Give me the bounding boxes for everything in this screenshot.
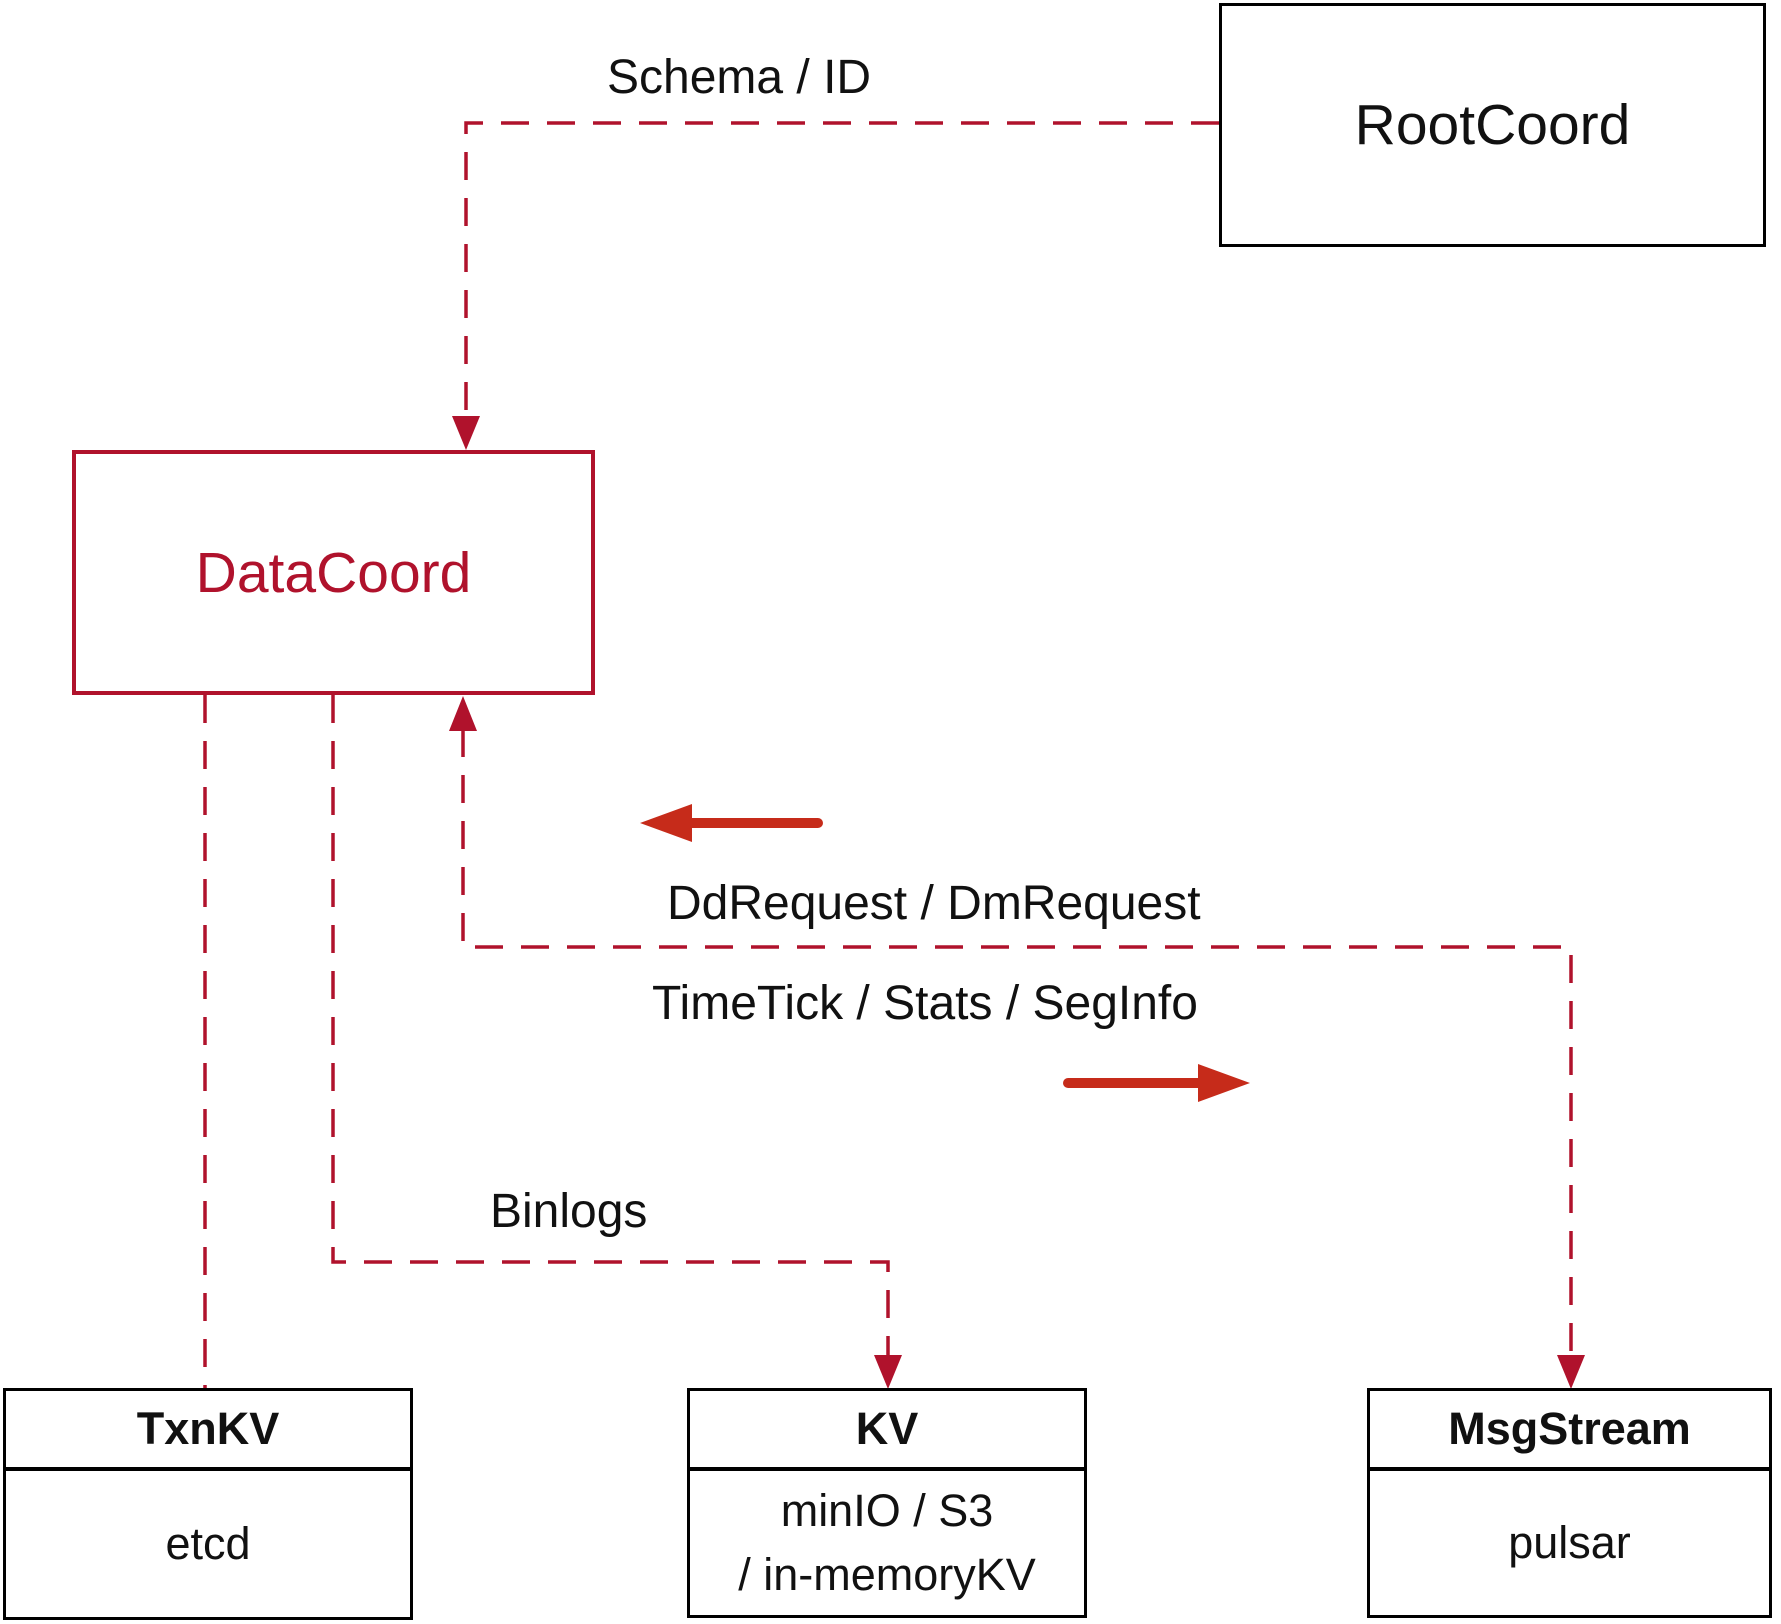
datacoord-label: DataCoord	[195, 540, 472, 605]
edge-label-timetick: TimeTick / Stats / SegInfo	[652, 977, 1198, 1030]
edge-schema-id-line	[464, 121, 1219, 417]
node-msgstream: MsgStream pulsar	[1367, 1388, 1772, 1618]
arrowhead-into-datacoord-bottom	[449, 696, 477, 731]
rootcoord-label: RootCoord	[1354, 93, 1631, 157]
node-kv: KV minIO / S3 / in-memoryKV	[687, 1388, 1087, 1618]
left-direction-arrow-head	[640, 804, 692, 842]
txnkv-title: TxnKV	[6, 1391, 410, 1471]
msgstream-sub: pulsar	[1508, 1517, 1631, 1568]
edge-requests-line	[461, 729, 1573, 1372]
edge-label-binlogs: Binlogs	[490, 1185, 648, 1238]
arrowhead-into-kv-top	[874, 1355, 902, 1389]
arrowhead-into-datacoord-top	[452, 416, 480, 450]
kv-title: KV	[690, 1391, 1084, 1471]
msgstream-title: MsgStream	[1370, 1391, 1769, 1471]
right-direction-arrow-head	[1198, 1064, 1250, 1102]
node-txnkv: TxnKV etcd	[3, 1388, 413, 1620]
node-rootcoord: RootCoord	[1219, 3, 1766, 247]
kv-sub: minIO / S3 / in-memoryKV	[690, 1471, 1084, 1615]
kv-sub-line2: / in-memoryKV	[738, 1549, 1036, 1600]
arrowhead-into-msgstream-top	[1557, 1355, 1585, 1389]
edge-label-schema-id: Schema / ID	[607, 51, 872, 104]
txnkv-sub: etcd	[165, 1518, 251, 1569]
edge-binlogs-line	[331, 695, 890, 1372]
kv-sub-line1: minIO / S3	[780, 1485, 994, 1536]
edge-label-dd-dm-request: DdRequest / DmRequest	[667, 877, 1201, 930]
node-datacoord: DataCoord	[72, 450, 595, 695]
